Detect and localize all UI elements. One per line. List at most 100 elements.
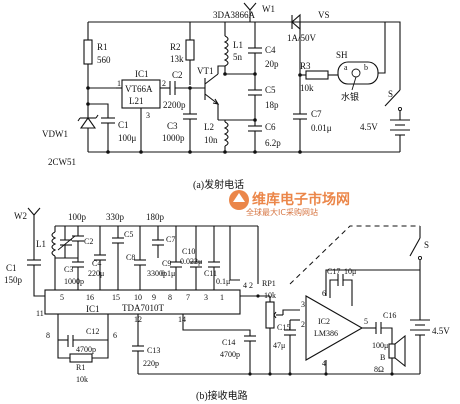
capacitor-c8-rx-icon	[134, 259, 146, 266]
watermark-slogan: 全球最大IC采购网站	[246, 207, 318, 217]
mercury-b: b	[364, 63, 368, 72]
antenna-w1-icon	[243, 2, 257, 22]
rx-c15-value: 47μ	[273, 341, 285, 350]
rx-c12-name: C12	[86, 327, 99, 336]
chip-left-pin-6: 6	[113, 331, 117, 340]
battery-icon	[390, 119, 410, 136]
amp-pin-6: 6	[322, 289, 326, 298]
capacitor-c4-icon	[248, 47, 262, 54]
battery-label: 4.5V	[360, 122, 378, 132]
capacitor-c13-rx-icon	[132, 345, 144, 352]
rx-c2-value: 100p	[68, 212, 87, 222]
rx-c4-value: 220μ	[88, 269, 104, 278]
inductor-l1	[223, 35, 229, 67]
rx-c12-value: 4700p	[76, 345, 96, 354]
ic1-sub: L21	[129, 96, 144, 106]
r1-name: R1	[97, 42, 108, 52]
chip-pin-10: 10	[134, 293, 142, 302]
capacitor-c12-rx-icon	[67, 335, 74, 347]
rx-c13-name: C13	[147, 346, 160, 355]
rx-c7-name: C7	[166, 235, 175, 244]
chip-pin-1: 1	[220, 293, 224, 302]
capacitor-c7-icon	[293, 113, 307, 120]
resistor-r1-rx	[69, 353, 93, 363]
rx-switch-label: S	[424, 240, 429, 250]
switch-s-rx-icon	[409, 226, 423, 261]
rx-battery-label: 4.5V	[432, 326, 450, 336]
rx-ic1-label: IC1	[86, 304, 100, 314]
rx-c15-name: C15	[277, 323, 290, 332]
ic1-name: IC1	[135, 69, 149, 79]
rx-l1-label: L1	[36, 239, 46, 249]
capacitor-c3-icon	[183, 113, 197, 120]
chip-pin-numbers-top: 5 16 15 10 9 8 7 3 1 2	[60, 281, 253, 302]
variable-capacitor-icon	[57, 226, 76, 258]
rx-c8-value: 3300p	[147, 269, 167, 278]
ic1-pin1: 1	[117, 79, 121, 88]
antenna-w2-label: W2	[14, 211, 27, 221]
chip-name: TDA7010T	[122, 303, 164, 313]
watermark-brand: 维库电子市场网	[252, 191, 350, 208]
ic2-name: IC2	[318, 317, 330, 326]
l2-name: L2	[204, 122, 214, 132]
ic1-part: VT66A	[125, 84, 153, 94]
rx-c3-value: 1000p	[64, 277, 84, 286]
amp-pin-4: 4	[322, 359, 326, 368]
c4-value: 20p	[265, 59, 279, 69]
rx-c11-value: 0.1μ	[216, 277, 230, 286]
rx-c9-name: C9	[162, 259, 171, 268]
chip-pin-5: 5	[60, 293, 64, 302]
chip-pin-16: 16	[86, 293, 94, 302]
l1-value: 5n	[233, 52, 243, 62]
diode-vs-label: VS	[318, 10, 330, 20]
rx-c11-name: C11	[204, 269, 217, 278]
capacitor-c5-icon	[248, 89, 262, 96]
capacitor-c11-rx-icon	[208, 261, 220, 268]
r1-value: 560	[97, 55, 111, 65]
chip-pin-7: 7	[186, 293, 190, 302]
diode-rating-label: 1A/50V	[287, 33, 317, 43]
r2-name: R2	[170, 42, 181, 52]
switch-s-label: S	[388, 89, 393, 99]
c7-name: C7	[311, 109, 322, 119]
rx-c16-value: 100μ	[372, 341, 388, 350]
chip-pin-14: 14	[178, 315, 186, 324]
zener-name: VDW1	[42, 129, 68, 139]
c2-name: C2	[172, 70, 183, 80]
rx-c9-value: 0.1μ	[161, 269, 175, 278]
c3-value: 1000p	[162, 133, 185, 143]
resistor-r2	[185, 39, 195, 61]
chip-pin-15: 15	[112, 293, 120, 302]
rx-c4-name: C4	[92, 259, 101, 268]
mercury-a: a	[344, 63, 348, 72]
c7-value: 0.01μ	[311, 123, 332, 133]
zener-part: 2CW51	[48, 157, 76, 167]
capacitor-c7-rx-icon	[152, 239, 164, 246]
rx-pin-11: 11	[36, 309, 44, 318]
rx-c17-value: 10μ	[344, 267, 356, 276]
c1-value: 100μ	[118, 133, 137, 143]
speaker-icon	[388, 334, 406, 368]
vt1-label: VT1	[197, 66, 214, 76]
rx-c10-name: C10	[182, 247, 195, 256]
chip-pin-9: 9	[152, 293, 156, 302]
antenna-w1-label: W1	[262, 4, 275, 14]
speaker-value: 8Ω	[374, 365, 384, 374]
c6-value: 6.2p	[265, 138, 281, 148]
inductor-l2	[223, 121, 229, 147]
c4-name: C4	[265, 45, 276, 55]
rx-c7-value: 180p	[146, 212, 165, 222]
chip-tda7010t	[44, 289, 241, 315]
capacitor-c14-rx-icon	[244, 335, 256, 342]
rx-c5-name: C5	[124, 230, 133, 239]
rx-c14-value: 4700p	[220, 350, 240, 359]
receiver-circuit: W2 C1 150p 11 L1 C2 100p	[4, 207, 450, 402]
c2-value: 2200p	[163, 100, 186, 110]
rx-rp1-value: 10k	[264, 291, 276, 300]
top-transistor-label: 3DA3866A	[213, 10, 255, 20]
chip-left-pin-8: 8	[46, 331, 50, 340]
transistor-vt1-icon	[204, 73, 220, 105]
chip-pin-3: 3	[204, 293, 208, 302]
rx-c3-name: C3	[64, 265, 73, 274]
